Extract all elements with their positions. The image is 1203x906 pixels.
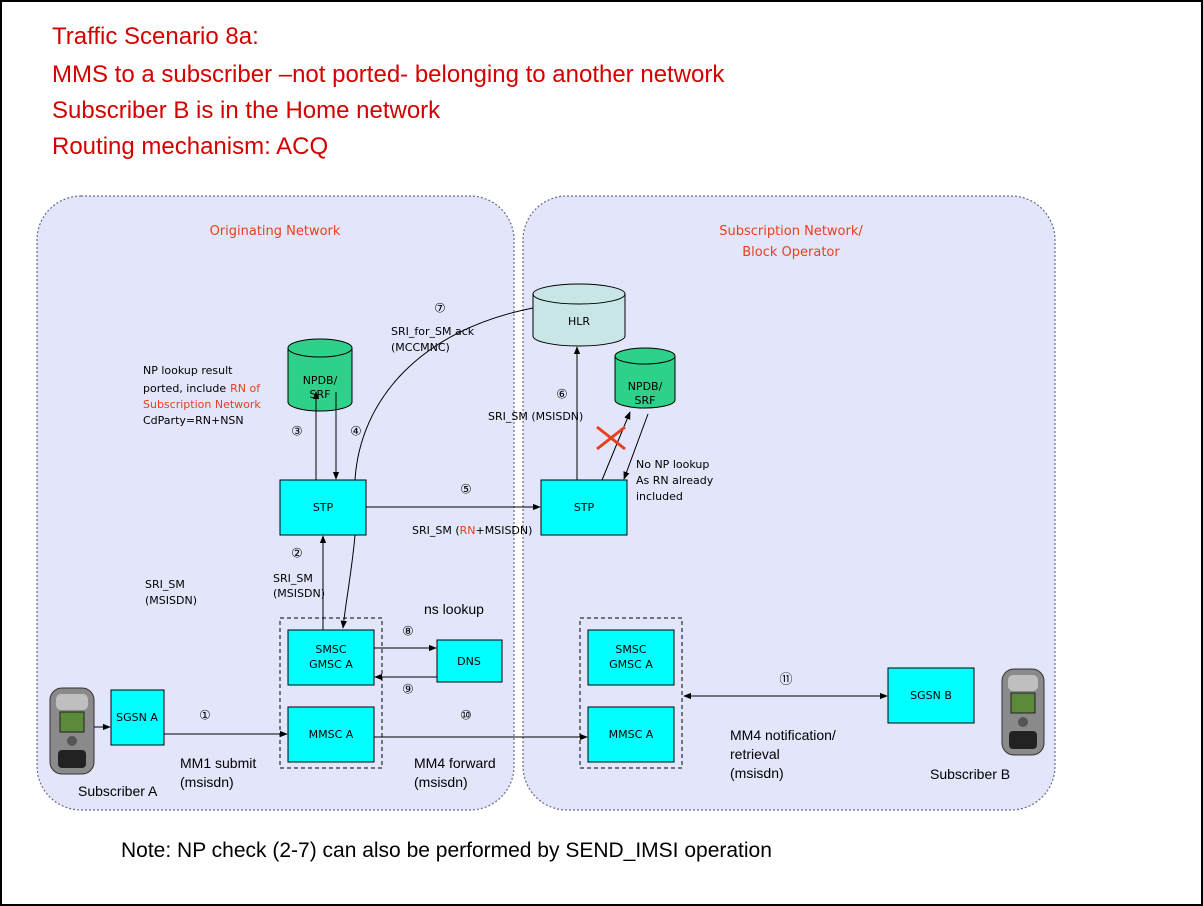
step-9: ⑨: [402, 683, 414, 698]
npdb-right-cylinder: [614, 347, 676, 409]
mm4-notification-label-1: MM4 notification/: [730, 727, 836, 743]
title-line-3: Subscriber B is in the Home network: [52, 97, 441, 124]
stp-right-box: [540, 479, 628, 536]
sri-rn-label-pre: SRI_SM (: [412, 524, 460, 537]
smsc-left-label-1: SMSC: [315, 643, 346, 656]
mm4-forward-label-2: (msisdn): [414, 774, 468, 790]
subscription-network-label-1: Subscription Network/: [719, 224, 863, 239]
sgsn-b-label: SGSN B: [910, 689, 952, 702]
mm4-notification-label-2: retrieval: [730, 746, 780, 762]
arrow-7-ack-top: [354, 307, 534, 481]
subscriber-b-label: Subscriber B: [930, 766, 1010, 782]
sri-sm-left-label-1: SRI_SM: [145, 578, 185, 591]
footnote: Note: NP check (2-7) can also be perform…: [121, 839, 772, 862]
np-lookup-label-2: ported, include: [143, 382, 226, 395]
mmsc-group-right: [579, 617, 683, 769]
mm4-notification-label-3: (msisdn): [730, 765, 784, 781]
sri-sm-2-label-1: SRI_SM: [273, 572, 313, 585]
title-line-1: Traffic Scenario 8a:: [52, 23, 259, 50]
sri-ack-label-2: (MCCMNC): [391, 341, 450, 354]
cross-icon: [596, 425, 626, 451]
mmsc-left-label: MMSC A: [309, 728, 354, 741]
smsc-right-label-1: SMSC: [615, 643, 646, 656]
sri-sm-left-label-2: (MSISDN): [145, 594, 197, 607]
step-4: ④: [350, 425, 362, 440]
np-lookup-label-4: CdParty=RN+NSN: [143, 414, 244, 427]
smsc-right-label-2: GMSC A: [609, 658, 653, 671]
phone-icon-subscriber-b: [1001, 668, 1045, 756]
no-np-label-3: included: [636, 490, 683, 503]
sri-rn-label-post: +MSISDN): [476, 524, 533, 537]
originating-network-label: Originating Network: [210, 224, 341, 239]
mmsc-right-label: MMSC A: [609, 728, 654, 741]
hlr-cylinder: [532, 283, 626, 347]
no-np-label-2: As RN already: [636, 474, 714, 487]
mmsc-left-box: [287, 706, 375, 763]
step-7: ⑦: [434, 302, 446, 317]
step-2: ②: [291, 547, 303, 562]
npdb-left-label-1: NPDB/: [303, 374, 338, 387]
sri-sm-msisdn-right-label: SRI_SM (MSISDN): [488, 410, 583, 423]
arrow-7-ack-bottom: [340, 534, 356, 629]
step-6: ⑥: [556, 388, 568, 403]
mmsc-right-box: [587, 706, 675, 763]
sgsn-a-box: [110, 689, 165, 746]
title-line-4: Routing mechanism: ACQ: [52, 133, 328, 160]
step-3: ③: [291, 425, 303, 440]
sri-rn-label-red: RN: [460, 524, 476, 537]
step-1: ①: [199, 709, 211, 724]
title-line-2: MMS to a subscriber –not ported- belongi…: [52, 61, 725, 88]
step-8: ⑧: [402, 625, 414, 640]
stp-right-label: STP: [574, 501, 595, 514]
dns-label: DNS: [457, 655, 481, 668]
step-5: ⑤: [460, 483, 472, 498]
no-np-label-1: No NP lookup: [636, 458, 709, 471]
sri-sm-2-label-2: (MSISDN): [273, 587, 325, 600]
arrow-npdb-right-result: [623, 413, 649, 480]
ns-lookup-label: ns lookup: [424, 601, 484, 617]
np-lookup-label-2-red: RN of: [230, 382, 261, 395]
mm1-label-1: MM1 submit: [180, 755, 256, 771]
npdb-right-label-2: SRF: [635, 394, 656, 407]
stp-left-label: STP: [313, 501, 334, 514]
step-10: ⑩: [460, 709, 472, 724]
originating-network-region: [36, 195, 515, 811]
mm1-label-2: (msisdn): [180, 774, 234, 790]
mm4-forward-label-1: MM4 forward: [414, 755, 496, 771]
subscription-network-label-2: Block Operator: [742, 245, 840, 260]
sgsn-a-label: SGSN A: [116, 711, 158, 724]
sgsn-b-box: [887, 667, 975, 724]
sri-ack-label-1: SRI_for_SM ack: [391, 325, 475, 338]
npdb-left-label-2: SRF: [310, 388, 331, 401]
sri-rn-label: SRI_SM (RN+MSISDN): [412, 524, 532, 537]
np-lookup-label-2-line: ported, include RN of: [143, 382, 261, 395]
stp-left-box: [279, 479, 367, 536]
hlr-label: HLR: [568, 315, 590, 328]
npdb-right-label-1: NPDB/: [628, 380, 663, 393]
smsc-right-box: [587, 629, 675, 686]
smsc-left-box: [287, 629, 375, 686]
subscriber-a-label: Subscriber A: [78, 783, 158, 799]
step-11: ⑪: [779, 673, 792, 688]
np-lookup-label-3: Subscription Network: [143, 398, 261, 411]
mmsc-group-left: [279, 617, 383, 769]
dns-box: [436, 639, 503, 683]
smsc-left-label-2: GMSC A: [309, 658, 353, 671]
np-lookup-label-1: NP lookup result: [143, 364, 233, 377]
arrow-npdb-right-query: [601, 411, 631, 481]
phone-icon-subscriber-a: [49, 687, 95, 775]
